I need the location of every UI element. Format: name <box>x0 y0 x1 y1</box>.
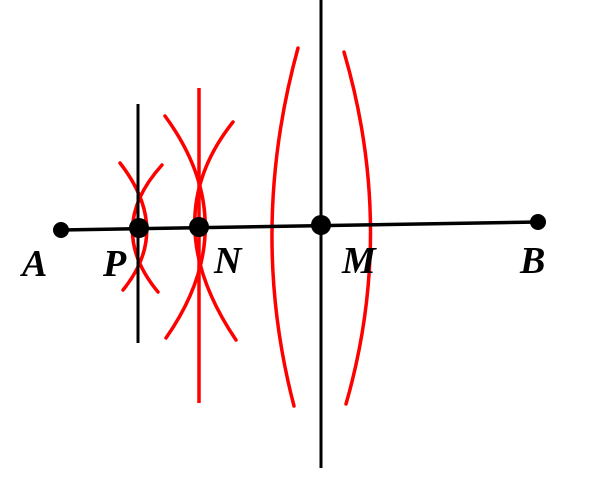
point-p <box>129 218 149 238</box>
point-b <box>530 214 546 230</box>
arc-ab-left <box>270 46 300 408</box>
arc-ab-right <box>342 50 373 406</box>
point-a <box>53 222 69 238</box>
point-n <box>189 217 209 237</box>
label-m: M <box>341 240 377 282</box>
label-b: B <box>519 240 545 282</box>
point-m <box>311 215 331 235</box>
points <box>53 214 546 238</box>
label-n: N <box>213 240 243 282</box>
label-a: A <box>20 243 47 285</box>
label-p: P <box>102 243 127 285</box>
point-labels: A P N M B <box>20 240 545 285</box>
